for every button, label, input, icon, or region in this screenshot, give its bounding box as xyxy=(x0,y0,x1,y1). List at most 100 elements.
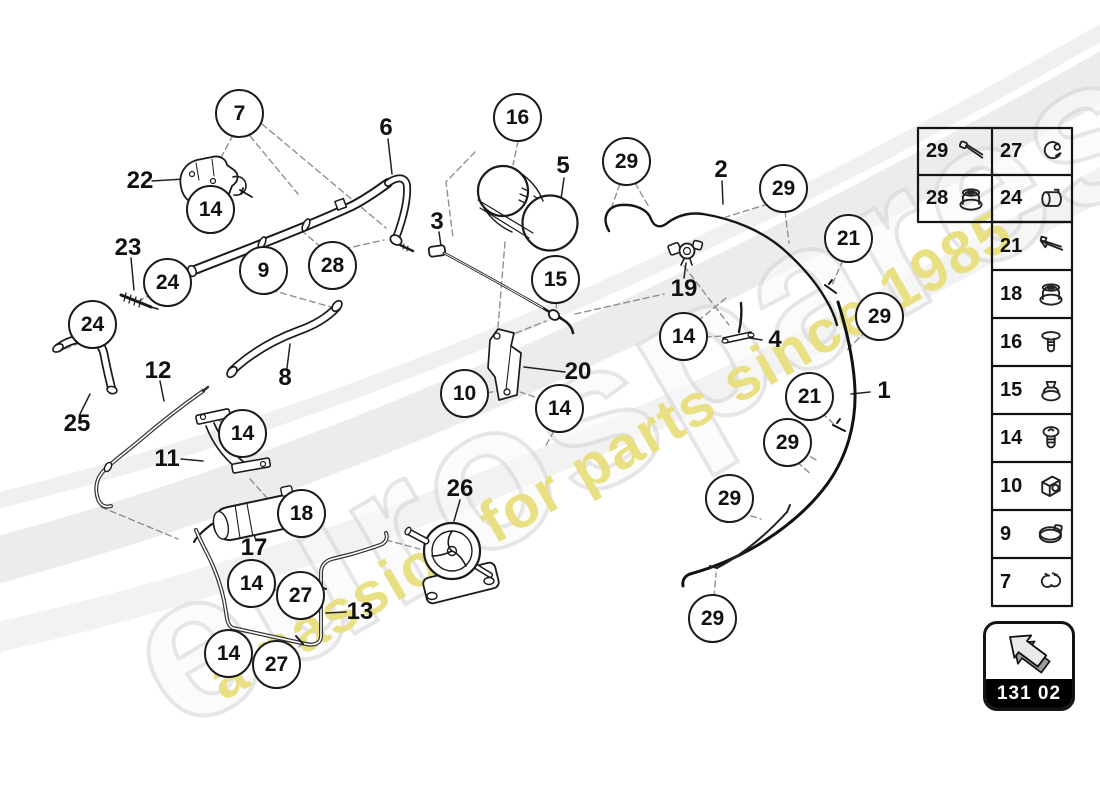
part-callout-27[interactable]: 27 xyxy=(252,640,301,689)
part-label-2[interactable]: 2 xyxy=(714,156,728,183)
part-callout-21[interactable]: 21 xyxy=(785,372,834,421)
part-callout-29[interactable]: 29 xyxy=(602,137,651,186)
part-label-11[interactable]: 11 xyxy=(154,445,180,472)
callout-number: 29 xyxy=(614,149,639,173)
part-label-4[interactable]: 4 xyxy=(768,326,782,353)
legend-item-9[interactable]: 9 xyxy=(992,510,1072,558)
part-callout-29[interactable]: 29 xyxy=(759,164,808,213)
part-label-22[interactable]: 22 xyxy=(126,167,154,194)
mount-bracket-icon xyxy=(1035,471,1067,501)
part-callout-24[interactable]: 24 xyxy=(68,300,117,349)
pipe-clip-icon xyxy=(1035,567,1067,597)
part-callout-24[interactable]: 24 xyxy=(143,258,192,307)
part-callout-14[interactable]: 14 xyxy=(186,185,235,234)
part-callout-29[interactable]: 29 xyxy=(688,594,737,643)
part-label-20[interactable]: 20 xyxy=(564,358,592,385)
part-hose-2 xyxy=(604,203,839,327)
part-label-19[interactable]: 19 xyxy=(670,275,698,302)
part-label-25[interactable]: 25 xyxy=(63,410,91,437)
legend-item-18[interactable]: 18 xyxy=(992,270,1072,318)
part-label-1[interactable]: 1 xyxy=(877,377,891,404)
part-callout-14[interactable]: 14 xyxy=(218,409,267,458)
part-callout-14[interactable]: 14 xyxy=(535,384,584,433)
part-pipe-12 xyxy=(94,385,210,509)
part-label-6[interactable]: 6 xyxy=(379,114,393,141)
callout-number: 27 xyxy=(264,652,289,676)
part-label-12[interactable]: 12 xyxy=(144,357,172,384)
legend-number: 15 xyxy=(1000,378,1023,401)
part-reservoir-5 xyxy=(476,164,579,252)
cable-tie-icon xyxy=(955,137,987,167)
legend-item-16[interactable]: 16 xyxy=(992,318,1072,366)
legend-item-15[interactable]: 15 xyxy=(992,366,1072,414)
legend-number: 24 xyxy=(1000,187,1023,209)
callout-number: 15 xyxy=(543,267,568,291)
part-label-3[interactable]: 3 xyxy=(430,208,444,235)
legend-frame xyxy=(916,126,1074,608)
clamp-icon xyxy=(1035,184,1067,214)
legend-item-27[interactable]: 27 xyxy=(992,128,1072,175)
diagram-code-box[interactable]: 131 02 xyxy=(983,621,1075,711)
legend-item-14[interactable]: 14 xyxy=(992,414,1072,462)
callout-number: 18 xyxy=(289,501,314,525)
legend-item-24[interactable]: 24 xyxy=(992,175,1072,222)
part-callout-29[interactable]: 29 xyxy=(705,474,754,523)
part-callout-14[interactable]: 14 xyxy=(227,559,276,608)
legend-number: 7 xyxy=(1000,570,1012,593)
legend-number: 9 xyxy=(1000,522,1012,545)
callout-number: 29 xyxy=(700,606,725,630)
part-callout-9[interactable]: 9 xyxy=(239,246,288,295)
callout-number: 7 xyxy=(233,101,246,125)
legend-item-7[interactable]: 7 xyxy=(992,558,1072,606)
part-callout-16[interactable]: 16 xyxy=(493,93,542,142)
pan-screw-icon xyxy=(1035,423,1067,453)
part-callout-29[interactable]: 29 xyxy=(763,418,812,467)
part-bracket-20 xyxy=(487,328,522,401)
part-callout-18[interactable]: 18 xyxy=(277,489,326,538)
part-callout-10[interactable]: 10 xyxy=(440,369,489,418)
part-callout-14[interactable]: 14 xyxy=(204,629,253,678)
part-label-5[interactable]: 5 xyxy=(556,152,570,179)
grommet-clip-icon xyxy=(1035,137,1067,167)
part-label-13[interactable]: 13 xyxy=(346,598,374,625)
callout-number: 16 xyxy=(505,105,530,129)
part-label-23[interactable]: 23 xyxy=(114,234,142,261)
callout-number: 29 xyxy=(867,304,892,328)
legend-number: 14 xyxy=(1000,426,1023,449)
callout-number: 14 xyxy=(547,396,572,420)
callout-number: 29 xyxy=(771,176,796,200)
callout-number: 29 xyxy=(717,486,742,510)
part-callout-7[interactable]: 7 xyxy=(215,89,264,138)
part-callout-21[interactable]: 21 xyxy=(824,214,873,263)
legend-number: 28 xyxy=(926,187,949,209)
part-callout-28[interactable]: 28 xyxy=(308,241,357,290)
part-callout-15[interactable]: 15 xyxy=(531,255,580,304)
legend-item-28[interactable]: 28 xyxy=(918,175,992,222)
callout-number: 29 xyxy=(775,430,800,454)
part-label-17[interactable]: 17 xyxy=(240,534,268,561)
part-hose-1 xyxy=(681,279,857,588)
back-arrow-icon xyxy=(986,624,1072,679)
part-callout-29[interactable]: 29 xyxy=(855,292,904,341)
legend-number: 21 xyxy=(1000,234,1023,257)
legend-number: 27 xyxy=(1000,140,1023,162)
part-label-8[interactable]: 8 xyxy=(278,364,292,391)
part-callout-27[interactable]: 27 xyxy=(276,571,325,620)
part-callout-14[interactable]: 14 xyxy=(659,312,708,361)
callout-number: 27 xyxy=(288,583,313,607)
part-hose-6 xyxy=(186,174,415,278)
part-screw-23 xyxy=(119,292,159,310)
callout-number: 24 xyxy=(80,312,105,336)
part-pump-26 xyxy=(404,521,500,605)
diagram-code: 131 02 xyxy=(986,679,1072,708)
legend-item-10[interactable]: 10 xyxy=(992,462,1072,510)
legend-item-29[interactable]: 29 xyxy=(918,128,992,175)
legend-item-21[interactable]: 21 xyxy=(992,222,1072,270)
legend-number: 18 xyxy=(1000,282,1023,305)
tie-mount-icon xyxy=(1035,231,1067,261)
part-label-26[interactable]: 26 xyxy=(446,475,474,502)
part-rod-3 xyxy=(427,244,575,335)
